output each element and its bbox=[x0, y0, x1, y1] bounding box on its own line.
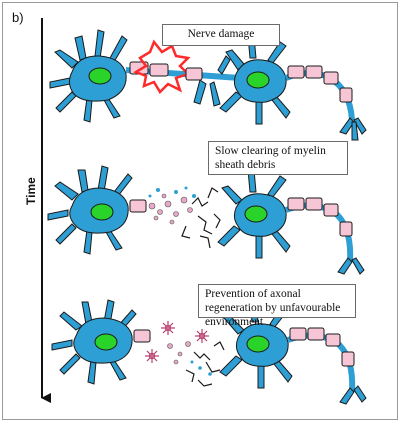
nucleus bbox=[88, 67, 112, 85]
caption-prevention: Prevention of axonal regeneration by unf… bbox=[198, 284, 356, 328]
caption-slow-clearing: Slow clearing of myelin sheath debris bbox=[208, 141, 348, 175]
myelin-debris bbox=[148, 193, 193, 225]
time-axis-label: Time bbox=[24, 177, 38, 205]
damage-starburst bbox=[133, 39, 191, 95]
panel-label: b) bbox=[12, 10, 24, 25]
inhibitory-cells bbox=[145, 321, 209, 363]
caption-nerve-damage: Nerve damage bbox=[162, 24, 280, 46]
stage-2-illustration bbox=[47, 165, 365, 275]
stage-1-illustration bbox=[49, 29, 367, 141]
